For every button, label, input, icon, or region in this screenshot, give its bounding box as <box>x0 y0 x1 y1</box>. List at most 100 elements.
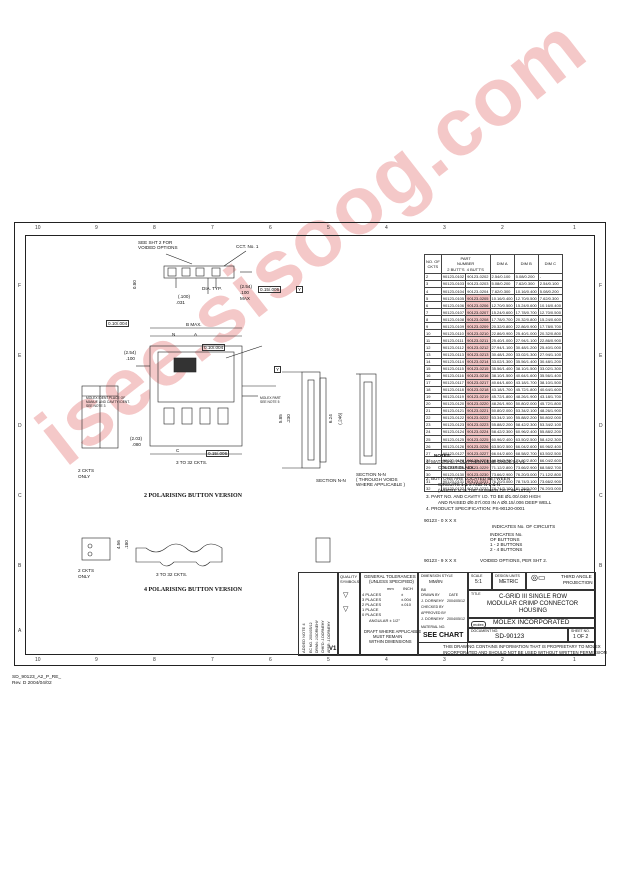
table-cell: 90123-0232 <box>465 484 491 493</box>
table-cell: 38.10/1.500 <box>537 378 563 387</box>
table-cell: 90123-0202 <box>465 272 491 282</box>
dim-style-value: MM/IN <box>429 579 443 584</box>
table-cell: 9 <box>424 322 442 331</box>
table-cell: 15.24/0.600 <box>537 315 563 324</box>
zone-label: 1 <box>573 657 576 663</box>
table-cell: 17.78/0.700 <box>537 322 563 331</box>
title-label: TITLE <box>471 592 481 596</box>
zone-label: 7 <box>211 225 214 231</box>
note-2: 2. BUTTONS ARE LOCATED BETWEEN <box>426 476 511 481</box>
tolerance-frame: 0.10/.004 <box>106 320 130 328</box>
draft-note: DRAFT WHERE APPLICABLE <box>364 629 422 634</box>
table-cell: 90123-0123 <box>440 420 467 430</box>
table-cell: 35.56/1.400 <box>537 371 563 380</box>
table-cell: 90123-0219 <box>465 392 491 401</box>
table-cell: 20.32/0.800 <box>513 315 539 324</box>
table-cell: 90123-0115 <box>440 364 467 373</box>
table-cell: 90123-0207 <box>465 308 491 317</box>
molex-ident-note-3: SEE NOTE 3 <box>86 404 106 408</box>
table-cell: 90123-0217 <box>465 378 491 387</box>
table-cell: 90123-0213 <box>465 350 491 359</box>
dim-label: .180 <box>123 540 129 550</box>
table-cell: 22 <box>424 413 442 422</box>
company-name: MOLEX INCORPORATED <box>493 619 570 626</box>
table-cell: 90123-0222 <box>465 413 491 422</box>
dim-label: 5.85 <box>277 414 283 424</box>
table-cell: 25 <box>424 435 442 444</box>
table-cell: 90123-0113 <box>440 350 467 359</box>
sheet-value: 1 OF 2 <box>573 634 589 640</box>
table-cell: - <box>537 272 563 282</box>
table-cell: 90123-0110 <box>440 329 467 338</box>
footer-revision: Rev. D 2004/04/02 <box>12 681 52 686</box>
note-1b: COLOUR BLACK. <box>438 465 476 470</box>
tol-row: 1 PLACE <box>362 607 379 612</box>
zone-label: 10 <box>35 657 41 663</box>
proprietary-cell: THIS DRAWING CONTAINS INFORMATION THAT I… <box>418 642 607 656</box>
units-value: METRIC <box>499 579 519 585</box>
section-nn-view <box>356 373 377 465</box>
table-cell: 68.58/2.700 <box>513 449 539 458</box>
table-cell: 27.94/1.100 <box>489 343 515 352</box>
title-cell: TITLE C-GRID III SINGLE ROW MODULAR CRIM… <box>468 590 596 618</box>
rev-value: V1 <box>329 646 337 652</box>
drawing-frame: SEE SHT 2 FOR VOIDED OPTIONS CCT. No. 1 … <box>25 235 607 656</box>
table-cell: 11 <box>424 336 442 345</box>
table-cell: 26 <box>424 442 442 451</box>
zone-label: 9 <box>95 657 98 663</box>
two-button-version-title: 2 POLARISING BUTTON VERSION <box>144 493 242 499</box>
table-cell: 90123-0208 <box>465 315 491 324</box>
table-cell: 17 <box>424 378 442 387</box>
scale-block: SCALE 5:1 <box>468 572 492 590</box>
table-cell: 90123-0114 <box>440 357 467 366</box>
top-view <box>163 250 252 294</box>
table-cell: 43.18/1.700 <box>537 392 563 401</box>
dim-label: MAX <box>240 296 250 301</box>
table-cell: 10.16/0.400 <box>513 287 539 296</box>
zone-label: 2 <box>501 225 504 231</box>
zone-label: 4 <box>385 657 388 663</box>
table-cell: 90123-0125 <box>440 435 467 444</box>
table-cell: 10.16/0.400 <box>537 301 563 310</box>
dim-a: A <box>194 332 198 337</box>
dim-label: .230 <box>285 414 291 424</box>
table-cell: 90123-0124 <box>440 428 467 437</box>
table-cell: 5.08/0.200 <box>513 272 539 282</box>
table-cell: 90123-0226 <box>465 442 491 451</box>
material-label: MATERIAL NO. <box>421 625 446 629</box>
table-cell: 33.02/1.300 <box>537 364 563 373</box>
table-cell: 90123-0215 <box>465 364 491 373</box>
dim-label: .100 <box>126 356 135 361</box>
table-cell: 33.02/1.300 <box>489 357 515 366</box>
two-ckt-view <box>81 385 119 449</box>
indicates-2: 2 - 4 BUTTONS <box>490 547 523 552</box>
table-cell: 4 <box>424 287 442 296</box>
quality-triangle-icon: ▽ <box>343 606 349 613</box>
zone-label: 6 <box>269 225 272 231</box>
zone-label: D <box>18 423 22 429</box>
zone-label: 7 <box>211 657 214 663</box>
footer-filename: SD_90123_A2_P_RE_ <box>12 675 62 680</box>
note-3b: AND RAISED Ø0.07/.003 IN A Ø0.15/.006 DE… <box>438 500 552 505</box>
table-cell: 90123-0105 <box>440 294 467 303</box>
table-cell: 15.24/0.600 <box>489 308 515 317</box>
table-cell: 90123-0210 <box>465 329 491 338</box>
header-text: PART <box>460 256 471 262</box>
table-cell: 90123-0111 <box>440 336 467 345</box>
table-cell: 90123-0118 <box>440 385 467 394</box>
section-n-marker: N <box>172 332 176 337</box>
table-cell: 55.88/2.200 <box>513 413 539 422</box>
table-cell: 12.70/0.500 <box>513 294 539 303</box>
notes-title: NOTES: <box>434 453 452 458</box>
connector-drawing <box>81 250 377 567</box>
inch-label: INCH <box>403 586 413 591</box>
